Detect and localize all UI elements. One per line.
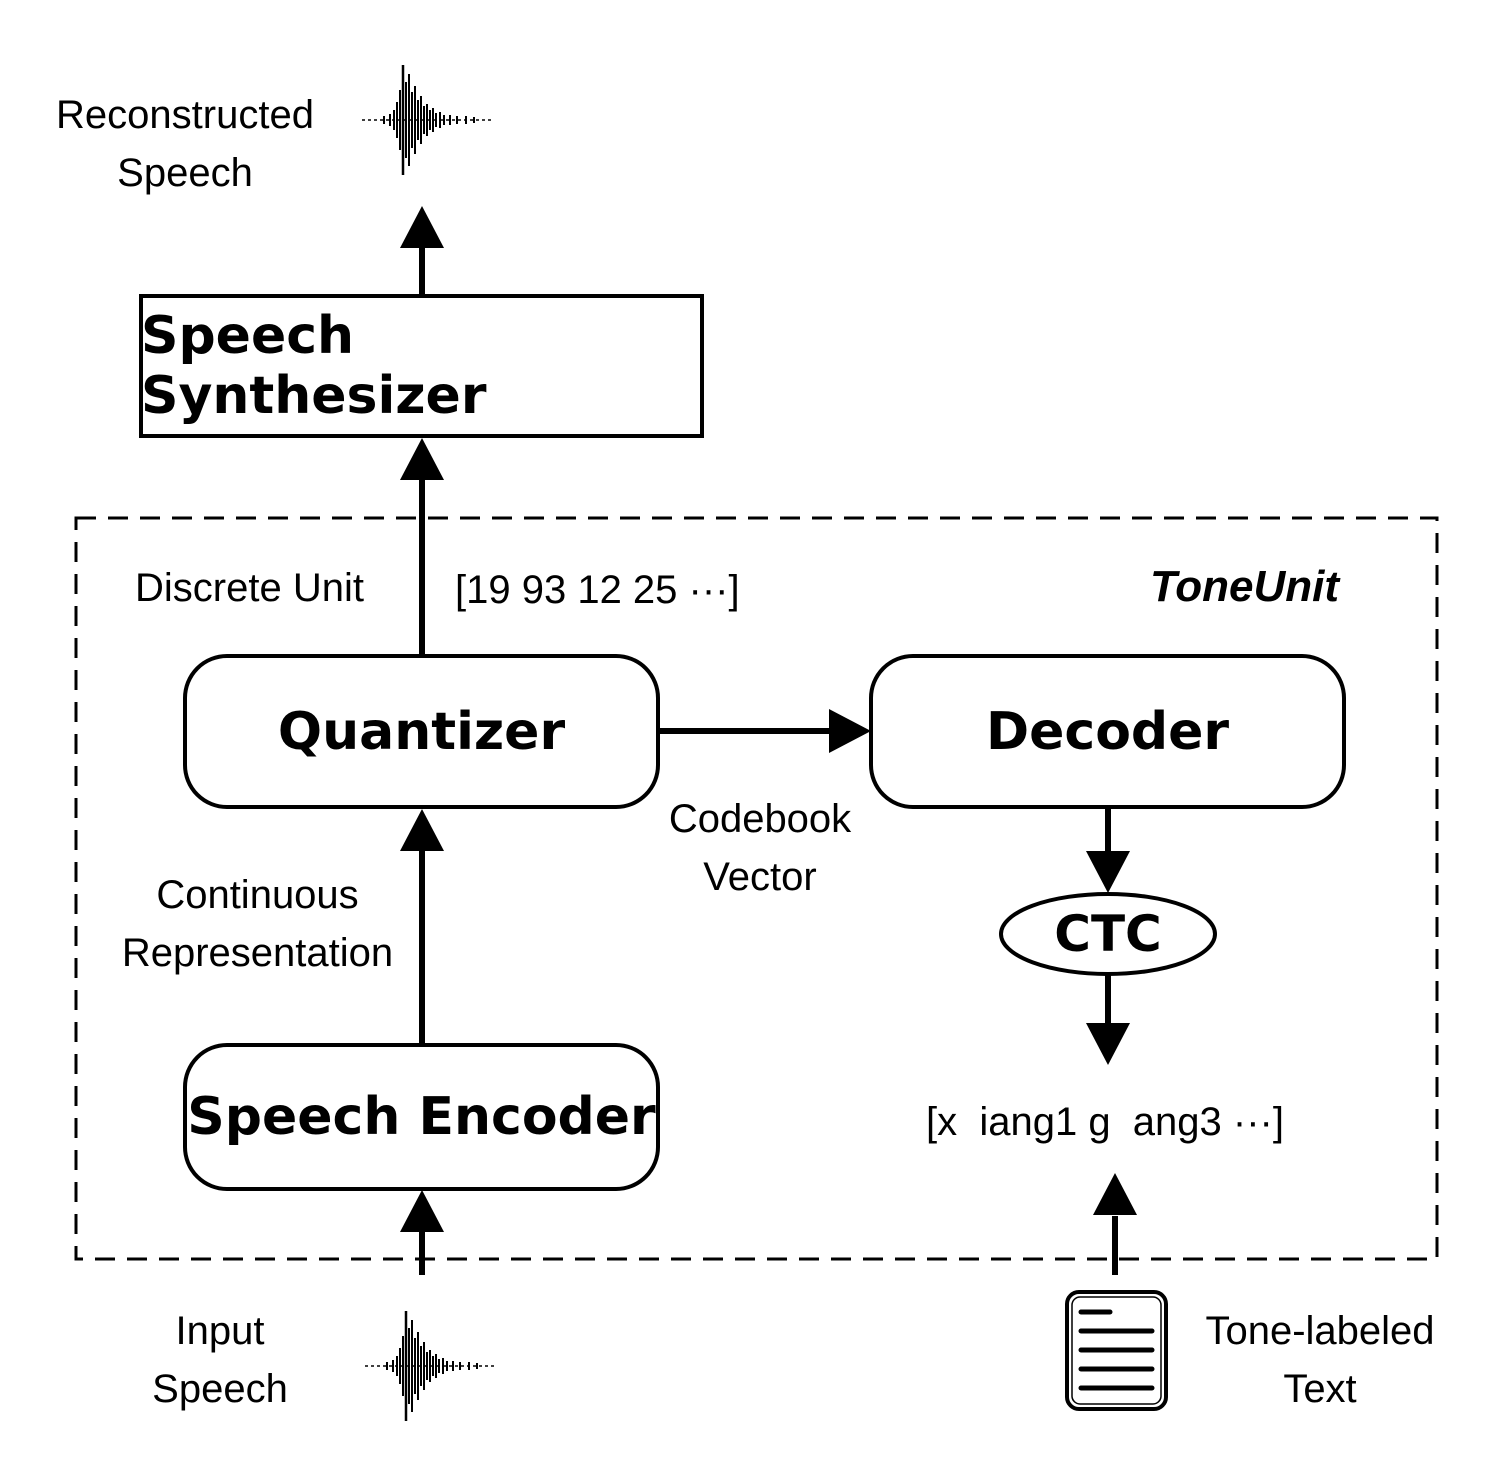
codebook-vector-line-1: Codebook xyxy=(668,797,852,841)
waveform-icon xyxy=(362,65,492,175)
pinyin-sequence: [x iang1 g ang3 ···] xyxy=(926,1100,1284,1144)
arrowhead-input-to-encoder xyxy=(400,1190,444,1232)
tone-labeled-text-line-1: Tone-labeled xyxy=(1205,1309,1435,1353)
toneunit-group-border xyxy=(74,516,1439,1261)
document-icon xyxy=(1065,1290,1168,1411)
arrowhead-ctc-to-sequence xyxy=(1086,1023,1130,1065)
input-speech-label: Input Speech xyxy=(130,1302,310,1418)
arrowhead-quantizer-to-decoder xyxy=(829,709,871,753)
tone-labeled-text-label: Tone-labeled Text xyxy=(1180,1302,1460,1418)
decoder-label: Decoder xyxy=(985,701,1230,762)
arrowhead-encoder-to-quantizer xyxy=(400,809,444,851)
arrowhead-quantizer-to-synth xyxy=(400,438,444,480)
reconstructed-speech-line-2: Speech xyxy=(117,151,253,195)
toneunit-title: ToneUnit xyxy=(1150,562,1339,611)
speech-encoder-label: Speech Encoder xyxy=(187,1087,656,1147)
quantizer-label: Quantizer xyxy=(277,701,566,762)
input-speech-line-2: Speech xyxy=(152,1367,288,1411)
waveform-icon xyxy=(365,1311,495,1421)
codebook-vector-line-2: Vector xyxy=(703,855,817,899)
discrete-unit-label: Discrete Unit xyxy=(135,566,364,610)
codebook-vector-label: Codebook Vector xyxy=(640,790,880,906)
ctc-label: CTC xyxy=(1054,905,1162,963)
continuous-representation-label: Continuous Representation xyxy=(100,866,415,982)
arrowhead-text-to-sequence xyxy=(1093,1173,1137,1215)
tone-labeled-text-line-2: Text xyxy=(1283,1367,1357,1411)
continuous-representation-line-1: Continuous xyxy=(156,873,359,917)
arrowhead-decoder-to-ctc xyxy=(1086,851,1130,893)
reconstructed-speech-line-1: Reconstructed xyxy=(56,93,314,137)
input-speech-line-1: Input xyxy=(175,1309,265,1353)
arrowhead-synth-to-output xyxy=(400,206,444,248)
discrete-sequence: [19 93 12 25 ···] xyxy=(455,568,740,612)
continuous-representation-line-2: Representation xyxy=(121,931,394,975)
reconstructed-speech-label: Reconstructed Speech xyxy=(30,86,340,202)
speech-synthesizer-label: Speech Synthesizer xyxy=(141,306,487,426)
